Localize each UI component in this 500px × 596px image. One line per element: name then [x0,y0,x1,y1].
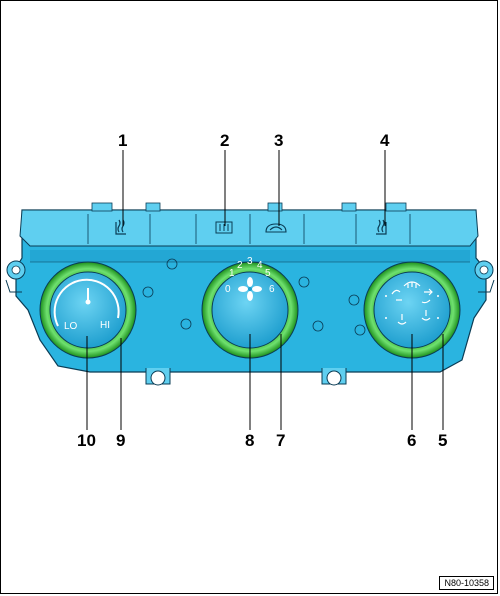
temperature-high-label: HI [100,320,110,331]
callout-1: 1 [118,131,128,150]
temperature-dial[interactable]: LO HI [39,261,137,359]
callout-leader-lines [86,150,444,430]
callout-8: 8 [245,431,255,450]
callout-6: 6 [407,431,417,450]
bottom-left-clip [145,368,171,386]
callout-9: 9 [116,431,126,450]
fan-icon [238,277,262,301]
windshield-defrost-icon [403,281,421,288]
mode-marker-dots [385,295,439,319]
fan-speed-0: 0 [225,284,231,295]
callout-2: 2 [220,131,230,150]
callout-10: 10 [77,431,96,450]
fan-speed-6: 6 [269,284,275,295]
recirculation-icon [265,223,287,233]
callout-4: 4 [380,131,390,150]
fan-speed-dial[interactable]: 0 1 2 3 4 5 6 [201,256,299,359]
left-mounting-clip [5,260,26,293]
fan-speed-5: 5 [265,268,271,279]
rear-window-defrost-icon [215,221,233,234]
reference-code: N80-10358 [439,576,494,590]
fan-speed-2: 2 [237,260,243,271]
fan-speed-3: 3 [247,256,253,267]
panel-fasteners [142,258,366,336]
bottom-right-clip [321,368,347,386]
right-seat-heating-icon [376,219,387,235]
fan-speed-1: 1 [229,268,235,279]
airflow-mode-dial[interactable] [363,261,461,359]
callout-3: 3 [274,131,284,150]
callout-7: 7 [276,431,286,450]
face-airflow-icon [421,288,433,304]
fan-speed-4: 4 [257,260,263,271]
upper-airflow-icon [391,289,402,301]
temperature-low-label: LO [64,321,78,332]
footwell-airflow-icon [397,310,431,325]
thermometer-icon [85,288,91,305]
right-mounting-clip [474,260,495,293]
callout-5: 5 [438,431,448,450]
